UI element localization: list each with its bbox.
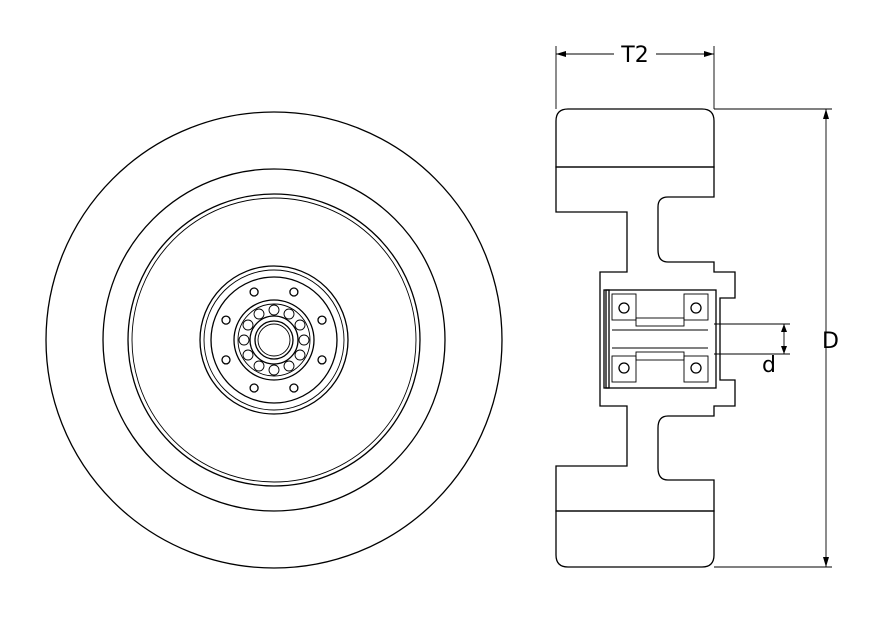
rim-step-circle xyxy=(131,197,417,483)
bolt-hole xyxy=(317,355,327,365)
bolt-hole xyxy=(317,315,327,325)
bearing-race-circle xyxy=(237,303,311,377)
tire-inner-circle xyxy=(102,168,446,512)
bearing-inner-race xyxy=(249,315,299,365)
bolt-hole xyxy=(249,287,259,297)
dimension-bore: d xyxy=(714,323,790,378)
tire-outer-circle xyxy=(45,111,503,569)
bearing-ball xyxy=(242,349,254,361)
circlip-left xyxy=(603,289,610,389)
bearing-ball xyxy=(294,349,306,361)
dimension-label-d: D xyxy=(822,329,839,354)
bearing-balls xyxy=(238,304,310,376)
hub-face-circle xyxy=(210,276,338,404)
bearing-ball xyxy=(238,334,250,346)
bearing-right xyxy=(683,293,709,383)
tire-section-top xyxy=(555,108,715,168)
bearing-left xyxy=(611,293,637,383)
bearing-ball xyxy=(253,308,265,320)
spacer-bottom xyxy=(635,351,685,361)
bolt-hole xyxy=(289,287,299,297)
tire-section-bottom xyxy=(555,510,715,568)
bolt-hole xyxy=(221,355,231,365)
bearing-ball xyxy=(298,334,310,346)
bearing-ball xyxy=(268,304,280,316)
bolt-holes xyxy=(221,287,327,393)
bearing-ball xyxy=(283,360,295,372)
rim-outer-circle xyxy=(127,193,421,487)
bore-circle xyxy=(254,320,294,360)
bearing-ball xyxy=(242,319,254,331)
bearing-ball xyxy=(283,308,295,320)
bore-chamfer-circle xyxy=(257,323,291,357)
wheel-body-section xyxy=(555,166,736,512)
front-view xyxy=(45,111,503,569)
bolt-hole xyxy=(221,315,231,325)
bearing-cavity xyxy=(605,289,717,389)
dimension-label-bore: d xyxy=(762,353,776,378)
section-view: T2 D d xyxy=(555,43,839,568)
bolt-hole xyxy=(249,383,259,393)
dimension-t2: T2 xyxy=(555,43,715,109)
dimension-label-t2: T2 xyxy=(620,43,648,68)
bearing-outer-circle xyxy=(233,299,315,381)
hub-outer-circle xyxy=(199,265,349,415)
dimension-d: D xyxy=(714,108,839,568)
bolt-hole xyxy=(289,383,299,393)
spacer-top xyxy=(635,317,685,327)
bearing-ball xyxy=(268,364,280,376)
hub-step-circle xyxy=(203,269,345,411)
bearing-ball xyxy=(253,360,265,372)
bearing-ball xyxy=(294,319,306,331)
